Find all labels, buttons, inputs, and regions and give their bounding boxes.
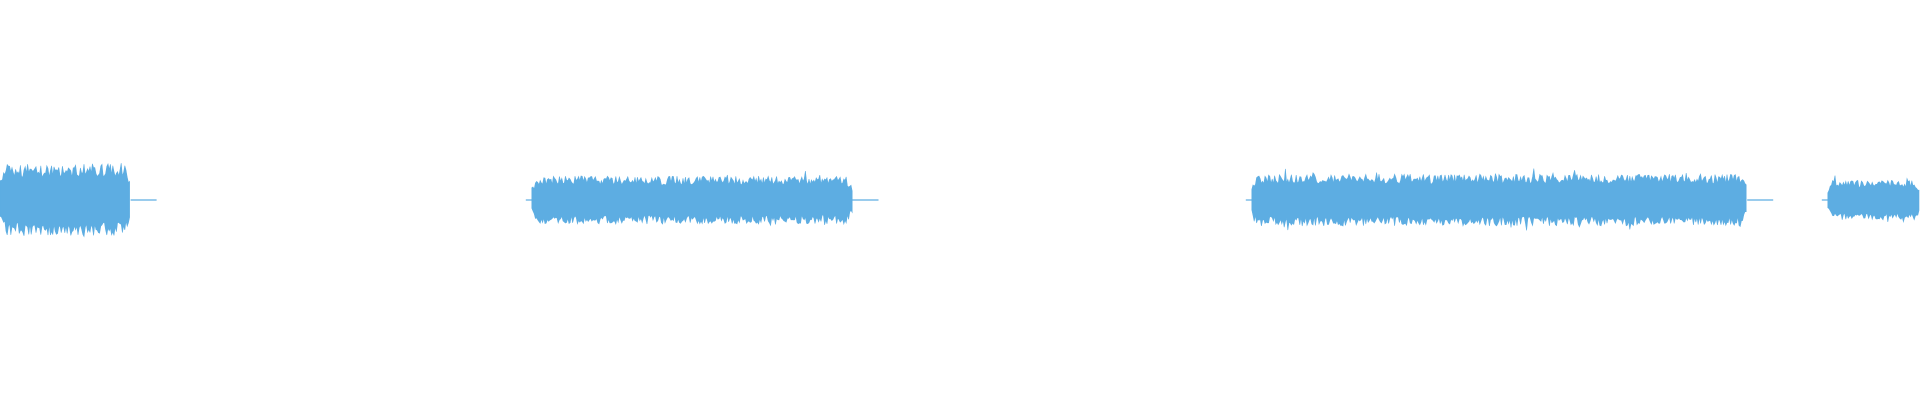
waveform-segment (1821, 175, 1920, 223)
waveform-body (531, 170, 853, 227)
waveform-body (1827, 175, 1920, 223)
waveform-body (0, 162, 130, 238)
waveform-segment (0, 162, 157, 238)
waveform-segment (1245, 168, 1774, 231)
waveform-segments (0, 162, 1920, 238)
waveform-body (1251, 168, 1747, 231)
waveform-segment (525, 170, 879, 227)
